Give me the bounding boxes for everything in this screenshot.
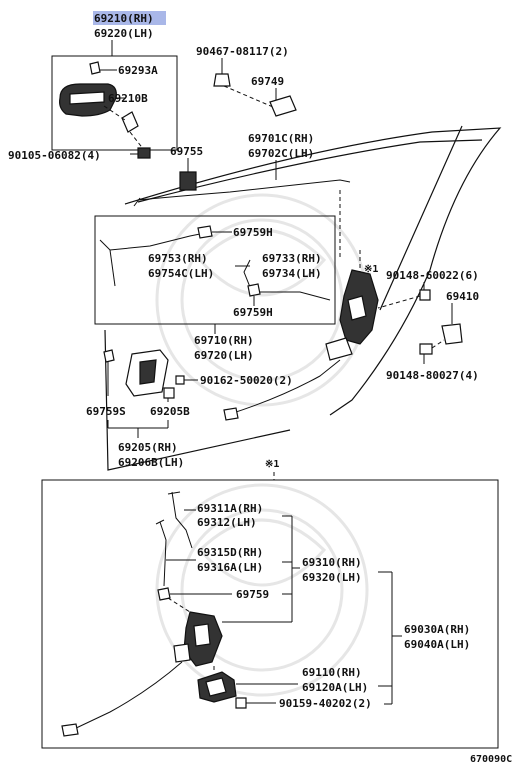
label-69759H-b[interactable]: 69759H	[233, 306, 273, 319]
lock-actuator	[325, 337, 353, 361]
screw-90148-6	[419, 289, 431, 301]
label-69293A[interactable]: 69293A	[118, 64, 158, 77]
rod-69311a	[171, 491, 193, 549]
clip-69759s	[103, 349, 115, 363]
label-69755[interactable]: 69755	[170, 145, 203, 158]
striker-69410	[441, 323, 463, 345]
label-69312[interactable]: 69312(LH)	[197, 516, 257, 529]
label-90467[interactable]: 90467-08117(2)	[196, 45, 289, 58]
label-69320[interactable]: 69320(LH)	[302, 571, 362, 584]
cover-69205b	[163, 387, 175, 399]
clip-69759	[157, 587, 171, 601]
label-90148-6[interactable]: 90148-60022(6)	[386, 269, 479, 282]
clip-69759h-b	[247, 283, 261, 297]
screw-90148-4	[419, 343, 433, 355]
label-90162[interactable]: 90162-50020(2)	[200, 374, 293, 387]
lock-cable	[71, 661, 183, 731]
nut-90467	[213, 73, 231, 87]
bolt-90105	[137, 147, 151, 159]
screw-90162	[175, 375, 185, 385]
label-69734[interactable]: 69734(LH)	[262, 267, 322, 280]
label-star1-a[interactable]: ※1	[364, 264, 378, 275]
label-69759[interactable]: 69759	[236, 588, 269, 601]
label-69753[interactable]: 69753(RH)	[148, 252, 208, 265]
label-90148-4[interactable]: 90148-80027(4)	[386, 369, 479, 382]
handle-pad	[121, 111, 139, 133]
label-69710[interactable]: 69710(RH)	[194, 334, 254, 347]
label-69205[interactable]: 69205(RH)	[118, 441, 178, 454]
clip-69759h-a	[197, 225, 213, 239]
screw-90159	[235, 697, 247, 709]
bracket-69749	[269, 95, 297, 117]
rod-69315d	[159, 521, 167, 587]
inside-handle-cable	[229, 359, 341, 415]
handle-group-box	[51, 55, 178, 151]
label-69702C[interactable]: 69702C(LH)	[248, 147, 314, 160]
clip-69293a	[89, 61, 101, 75]
label-69220[interactable]: 69220(LH)	[94, 27, 154, 40]
label-69310[interactable]: 69310(RH)	[302, 556, 362, 569]
label-69754C[interactable]: 69754C(LH)	[148, 267, 214, 280]
cable-69701c	[137, 179, 351, 201]
label-69210[interactable]: 69210(RH)	[94, 12, 154, 25]
label-69120A[interactable]: 69120A(LH)	[302, 681, 368, 694]
label-69733[interactable]: 69733(RH)	[262, 252, 322, 265]
label-69720[interactable]: 69720(LH)	[194, 349, 254, 362]
label-69206B[interactable]: 69206B(LH)	[118, 456, 184, 469]
label-69759H-a[interactable]: 69759H	[233, 226, 273, 239]
label-69311A[interactable]: 69311A(RH)	[197, 502, 263, 515]
figure-code: 670090C	[470, 754, 512, 765]
door-outline	[104, 125, 502, 471]
label-69316A[interactable]: 69316A(LH)	[197, 561, 263, 574]
lock-assembly-box	[41, 479, 499, 749]
watermark-logo	[155, 193, 369, 697]
label-69315D[interactable]: 69315D(RH)	[197, 546, 263, 559]
label-star1-b[interactable]: ※1	[265, 459, 279, 470]
label-69410[interactable]: 69410	[446, 290, 479, 303]
label-69030A[interactable]: 69030A(RH)	[404, 623, 470, 636]
label-69210B[interactable]: 69210B	[108, 92, 148, 105]
label-69205B[interactable]: 69205B	[150, 405, 190, 418]
label-69040A[interactable]: 69040A(LH)	[404, 638, 470, 651]
label-69759S[interactable]: 69759S	[86, 405, 126, 418]
label-69749[interactable]: 69749	[251, 75, 284, 88]
label-90159[interactable]: 90159-40202(2)	[279, 697, 372, 710]
label-69701C[interactable]: 69701C(RH)	[248, 132, 314, 145]
label-90105[interactable]: 90105-06082(4)	[8, 149, 101, 162]
label-69110[interactable]: 69110(RH)	[302, 666, 362, 679]
block-69755	[179, 171, 197, 191]
highlight-box	[93, 11, 166, 25]
rod-69753	[99, 233, 201, 251]
